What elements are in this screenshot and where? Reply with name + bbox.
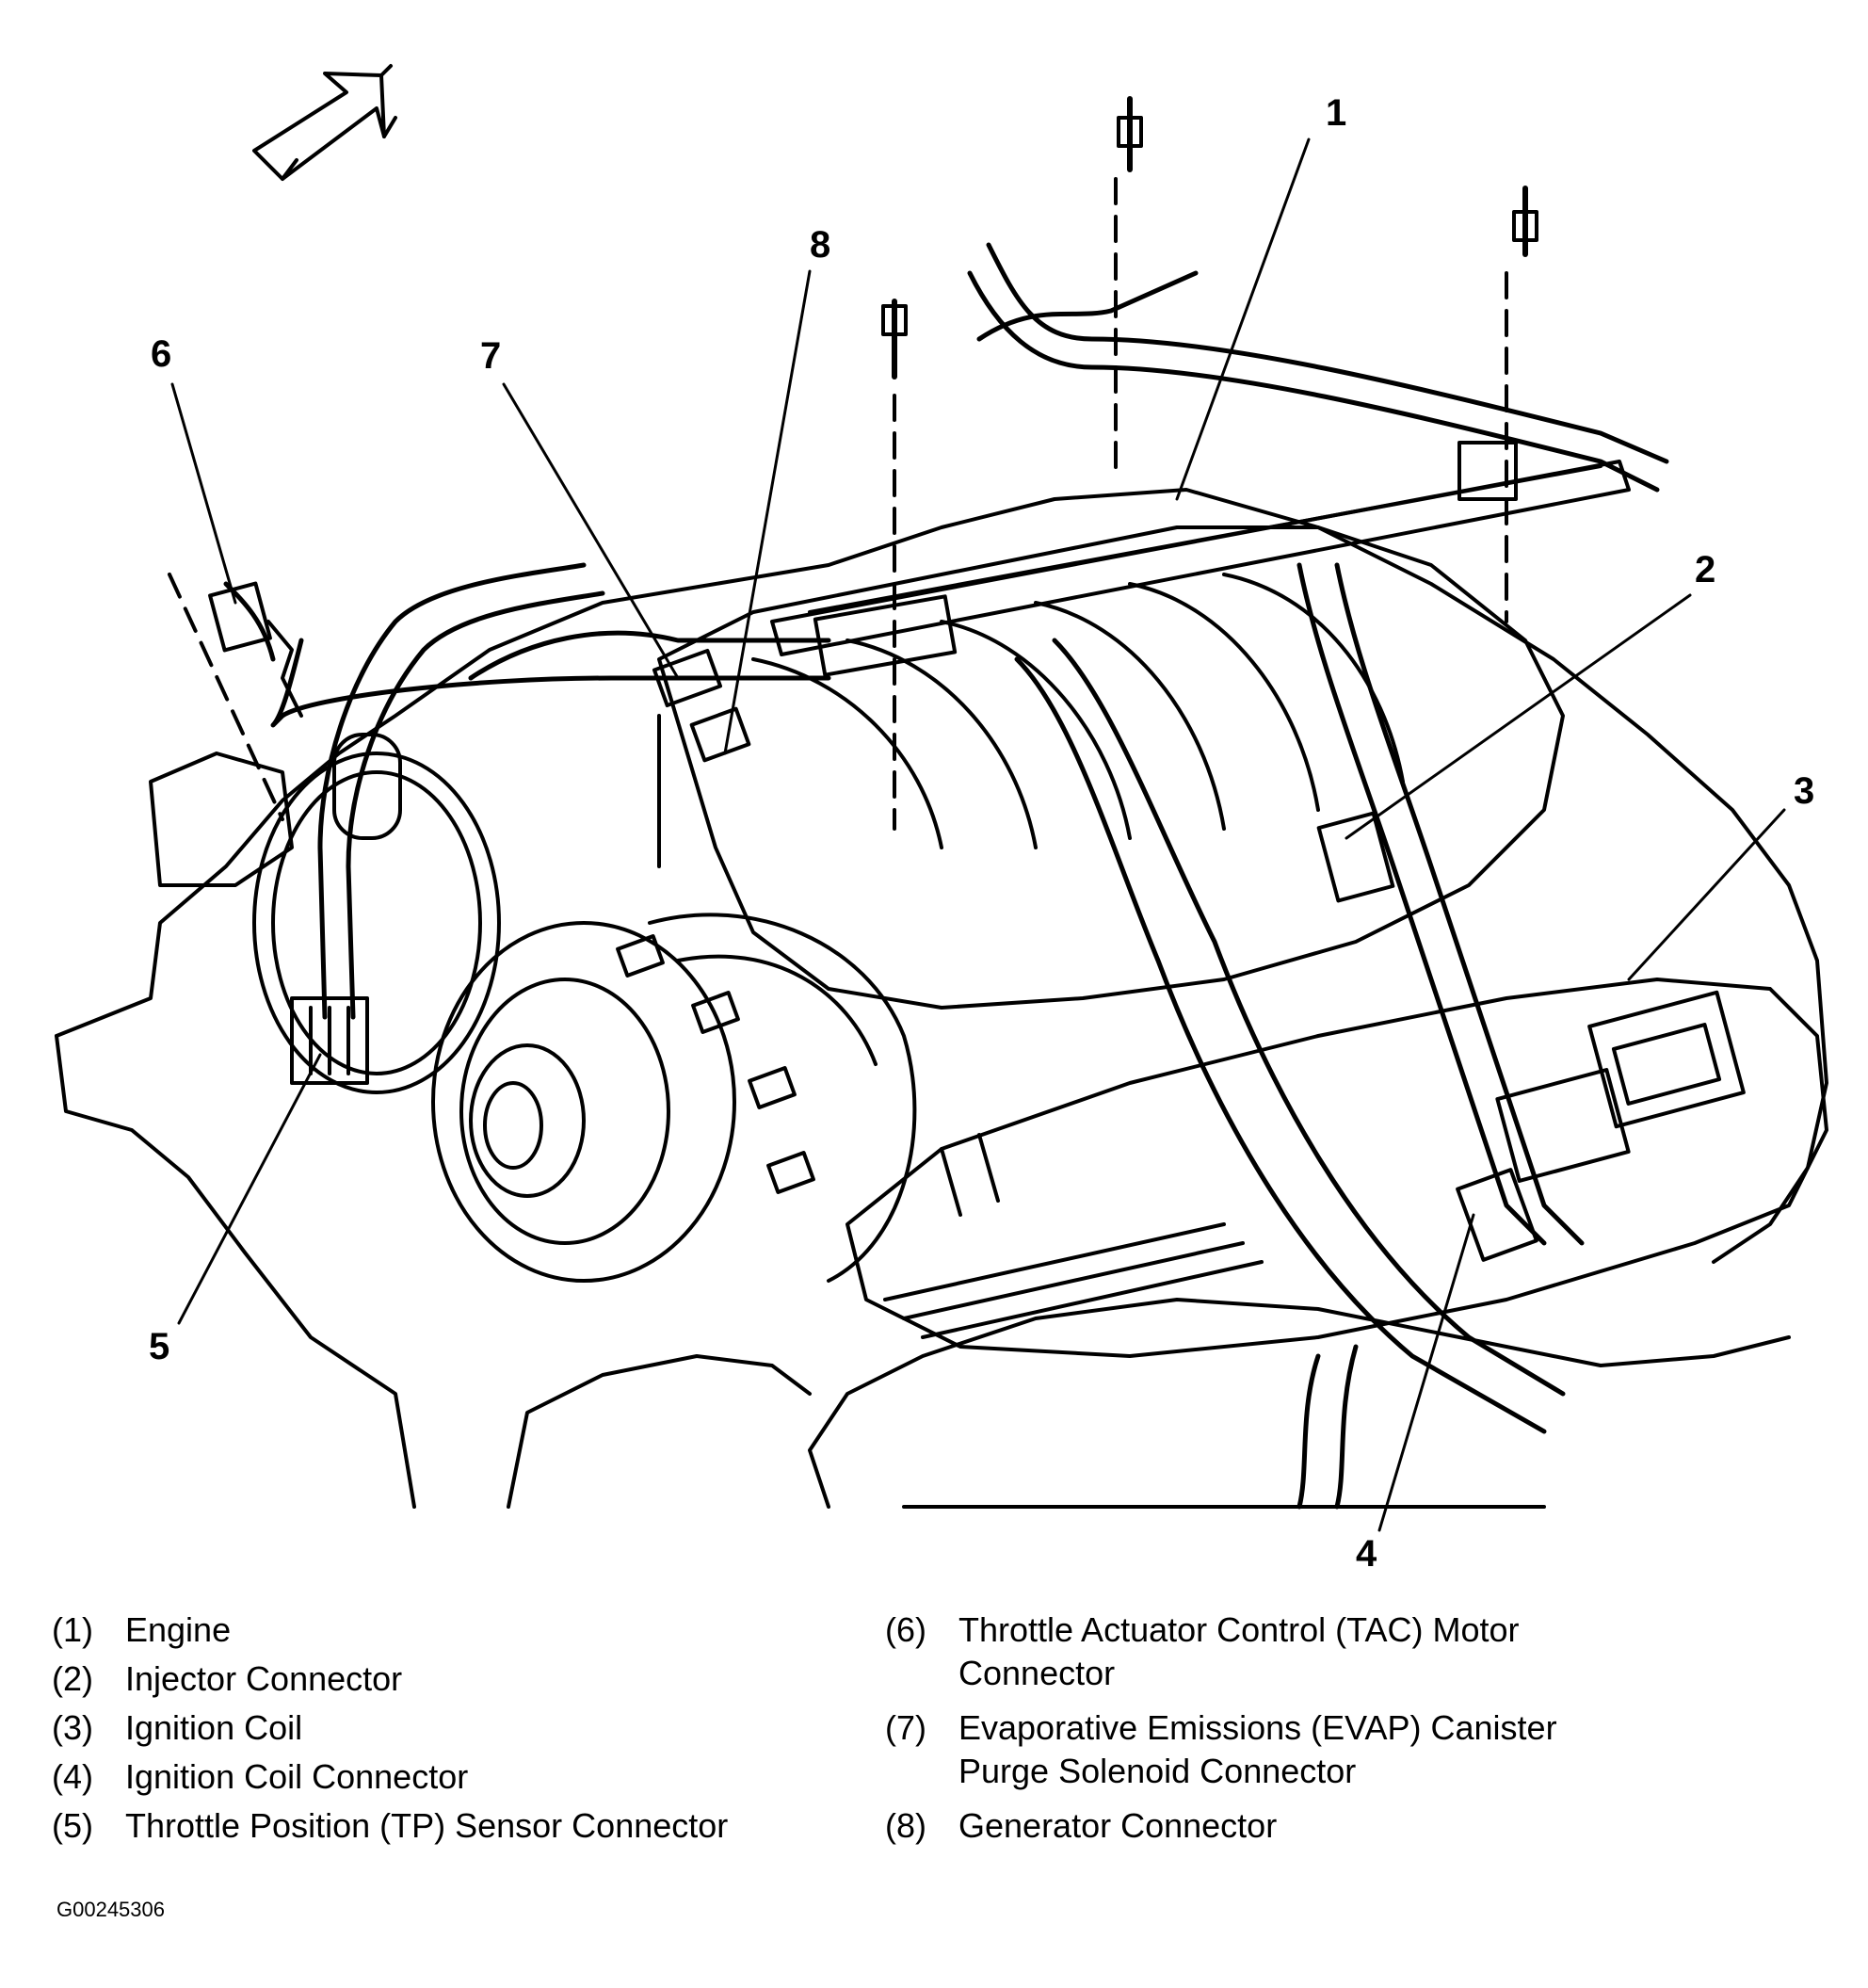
legend-text: Engine <box>125 1610 232 1649</box>
valve-cover <box>845 978 1828 1358</box>
throttle-body <box>149 733 501 1094</box>
legend-number: (8) <box>885 1806 926 1845</box>
callout-4: 4 <box>1356 1533 1377 1575</box>
generator <box>431 913 917 1283</box>
legend-text: Throttle Actuator Control (TAC) Motor <box>958 1610 1520 1649</box>
legend-number: (5) <box>52 1806 93 1845</box>
engine-line-drawing <box>55 64 1828 1532</box>
legend-text-continued: Connector <box>958 1654 1116 1692</box>
callout-3: 3 <box>1794 770 1815 812</box>
front-direction-arrow <box>252 64 397 181</box>
figure-id: G00245306 <box>56 1898 165 1921</box>
legend-number: (1) <box>52 1610 93 1649</box>
legend-text-continued: Purge Solenoid Connector <box>958 1752 1357 1790</box>
intake-manifold <box>657 525 1565 1010</box>
callout-6: 6 <box>151 333 172 375</box>
callout-7: 7 <box>480 335 502 377</box>
fuel-rail <box>770 441 1631 677</box>
legend-text: Generator Connector <box>958 1806 1278 1845</box>
legend-text: Injector Connector <box>125 1659 403 1698</box>
legend-number: (3) <box>52 1708 93 1747</box>
legend-text: Evaporative Emissions (EVAP) Canister <box>958 1708 1557 1747</box>
callout-2: 2 <box>1695 549 1716 590</box>
callout-5: 5 <box>149 1326 170 1367</box>
legend-number: (4) <box>52 1757 93 1796</box>
tac-motor-connector-drawing <box>168 573 303 821</box>
evap-generator-connectors-drawing <box>652 648 751 868</box>
legend-text: Ignition Coil <box>125 1708 303 1747</box>
legend-number: (2) <box>52 1659 93 1698</box>
ignition-coil-drawing <box>1495 990 1746 1183</box>
injector-connector-drawing <box>1316 811 1395 903</box>
callout-1: 1 <box>1326 92 1347 134</box>
legend-number: (6) <box>885 1610 926 1649</box>
legend-text: Throttle Position (TP) Sensor Connector <box>125 1806 729 1845</box>
leader-lines <box>170 137 1786 1532</box>
mounting-studs <box>881 96 1538 831</box>
callout-8: 8 <box>810 224 831 266</box>
engine-block <box>55 488 1828 1509</box>
legend-number: (7) <box>885 1708 926 1747</box>
wiring-harness <box>223 242 1669 1510</box>
legend-text: Ignition Coil Connector <box>125 1757 469 1796</box>
tp-sensor-connector-drawing <box>290 996 369 1085</box>
